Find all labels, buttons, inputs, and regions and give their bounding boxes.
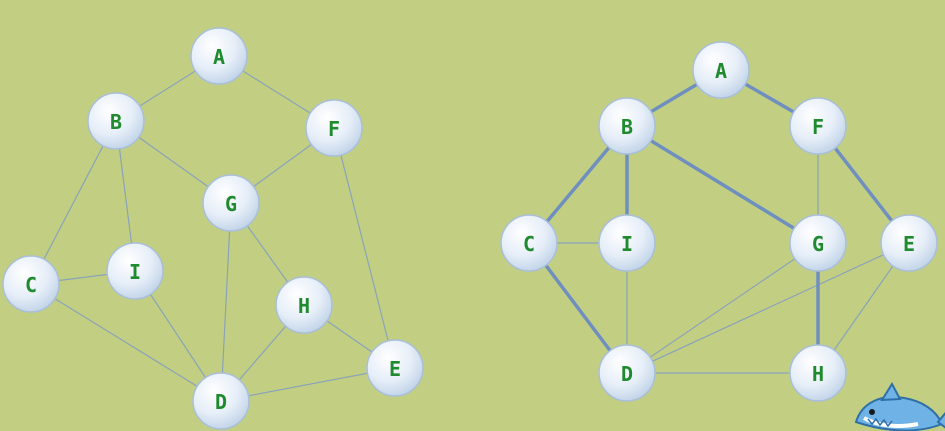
node-label: C xyxy=(25,273,37,297)
left-node-d: D xyxy=(192,372,250,430)
node-label: A xyxy=(213,45,225,69)
shark-icon xyxy=(854,382,945,431)
node-label: D xyxy=(621,362,633,386)
node-label: G xyxy=(225,192,237,216)
node-circle xyxy=(366,339,424,397)
node-circle xyxy=(789,214,847,272)
node-label: G xyxy=(812,232,824,256)
left-node-g: G xyxy=(202,174,260,232)
node-label: E xyxy=(389,357,401,381)
left-node-i: I xyxy=(106,242,164,300)
node-label: B xyxy=(110,110,122,134)
node-label: A xyxy=(715,59,727,83)
node-circle xyxy=(305,99,363,157)
node-label: F xyxy=(812,115,824,139)
node-circle xyxy=(192,372,250,430)
node-circle xyxy=(692,41,750,99)
node-label: C xyxy=(523,232,535,256)
left-edge-cd xyxy=(30,283,222,402)
right-node-i: I xyxy=(598,214,656,272)
node-label: E xyxy=(903,232,915,256)
left-edge-bc xyxy=(30,120,117,285)
node-label: F xyxy=(328,117,340,141)
right-graph-nodes: A B F C I G E D H xyxy=(500,41,938,402)
right-node-b: B xyxy=(598,97,656,155)
right-node-h: H xyxy=(789,344,847,402)
left-graph-nodes: A B F G C I H E D xyxy=(2,27,424,430)
left-edge-fe xyxy=(333,127,396,369)
right-node-c: C xyxy=(500,214,558,272)
right-node-d: D xyxy=(598,344,656,402)
node-circle xyxy=(500,214,558,272)
node-label: H xyxy=(298,294,310,318)
left-edge-gd xyxy=(220,202,232,402)
node-circle xyxy=(87,92,145,150)
left-node-e: E xyxy=(366,339,424,397)
right-node-e: E xyxy=(880,214,938,272)
node-circle xyxy=(598,344,656,402)
left-node-a: A xyxy=(190,27,248,85)
node-circle xyxy=(2,255,60,313)
node-circle xyxy=(789,97,847,155)
left-node-f: F xyxy=(305,99,363,157)
node-circle xyxy=(190,27,248,85)
node-label: D xyxy=(215,390,227,414)
left-node-c: C xyxy=(2,255,60,313)
node-circle xyxy=(880,214,938,272)
right-node-g: G xyxy=(789,214,847,272)
node-label: B xyxy=(621,115,633,139)
node-circle xyxy=(598,214,656,272)
node-label: I xyxy=(129,260,141,284)
node-circle xyxy=(789,344,847,402)
node-circle xyxy=(598,97,656,155)
left-edge-de xyxy=(220,367,396,402)
right-edge-ed xyxy=(626,242,910,374)
node-circle xyxy=(202,174,260,232)
right-edge-bold-bg xyxy=(626,124,819,245)
right-edge-gd xyxy=(626,242,819,374)
right-node-f: F xyxy=(789,97,847,155)
right-node-a: A xyxy=(692,41,750,99)
right-graph-edges xyxy=(527,68,911,375)
node-label: H xyxy=(812,362,824,386)
node-circle xyxy=(106,242,164,300)
node-circle xyxy=(275,276,333,334)
node-label: I xyxy=(621,232,633,256)
left-node-b: B xyxy=(87,92,145,150)
left-node-h: H xyxy=(275,276,333,334)
